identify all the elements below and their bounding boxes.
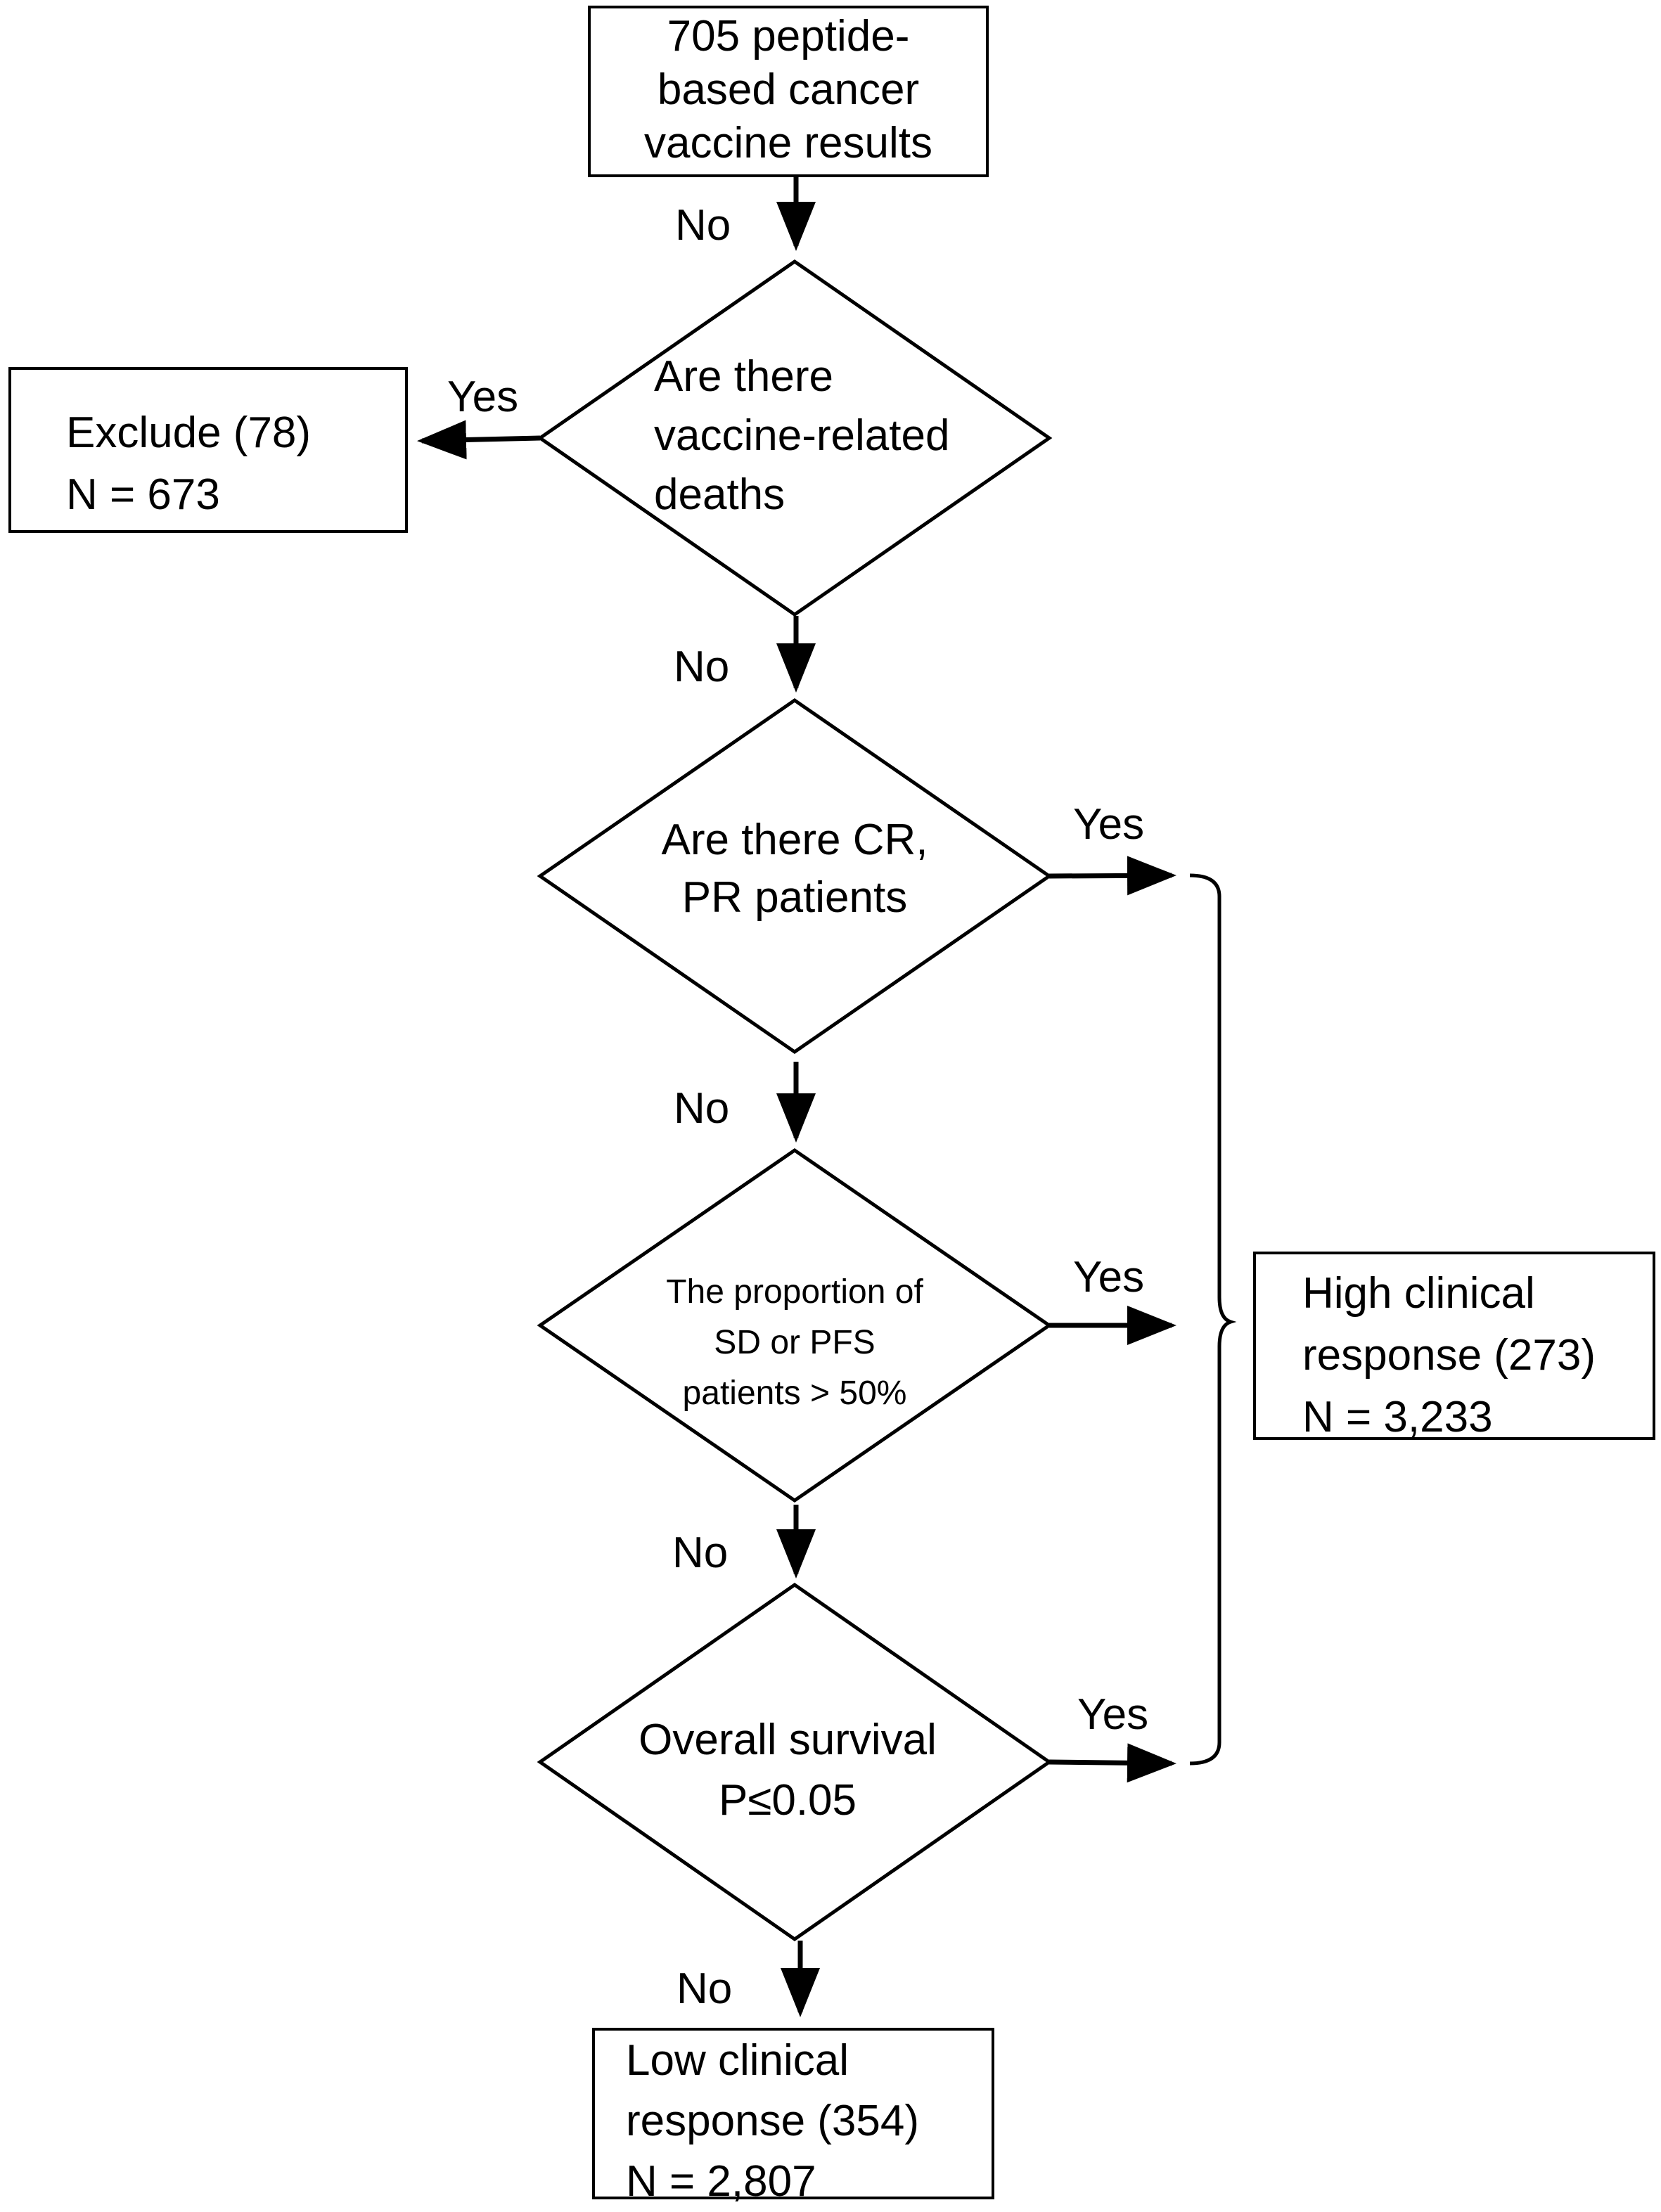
decision-deaths-text: Are there vaccine-related deaths (654, 347, 949, 525)
high-response-line: N = 3,233 (1302, 1393, 1493, 1441)
low-response-line: N = 2,807 (626, 2157, 816, 2206)
decision-line: SD or PFS (714, 1324, 876, 1361)
high-response-box (1253, 1252, 1655, 1440)
low-response-text: Low clinical response (354) N = 2,807 (626, 2031, 919, 2212)
grouping-brace (1189, 873, 1237, 1766)
edge-label-no: No (674, 1084, 730, 1133)
start-box (588, 6, 989, 177)
decision-survival-text: Overall survival P≤0.05 (605, 1710, 970, 1831)
decision-line: PR patients (681, 873, 908, 922)
decision-diamond-survival (537, 1582, 1053, 1942)
decision-line: vaccine-related (654, 411, 950, 460)
decision-line: patients > 50% (682, 1375, 907, 1412)
high-response-text: High clinical response (273) N = 3,233 (1302, 1263, 1596, 1448)
decision-diamond-deaths (537, 259, 1053, 617)
decision-crpr-text: Are there CR, PR patients (619, 811, 970, 927)
edge-label-no: No (674, 643, 730, 691)
exclude-box (8, 367, 408, 533)
edge-label-yes: Yes (1073, 800, 1145, 849)
low-response-line: Low clinical (626, 2036, 849, 2085)
edge-label-yes: Yes (447, 373, 519, 421)
edge-label-no: No (672, 1529, 729, 1577)
decision-line: Are there CR, (661, 816, 928, 864)
decision-diamond-cr-pr (537, 697, 1053, 1055)
exclude-line: Exclude (78) (66, 409, 312, 457)
high-response-line: response (273) (1302, 1331, 1596, 1380)
high-response-line: High clinical (1302, 1269, 1535, 1318)
edge-label-yes: Yes (1077, 1690, 1149, 1739)
decision-line: P≤0.05 (718, 1776, 857, 1825)
arrow-deaths-to-exclude (417, 420, 541, 460)
decision-line: deaths (654, 470, 785, 519)
start-text: 705 peptide- based cancer vaccine result… (588, 10, 989, 170)
exclude-text: Exclude (78) N = 673 (66, 402, 311, 526)
exclude-line: N = 673 (66, 470, 220, 519)
low-response-line: response (354) (626, 2097, 920, 2145)
edge-label-no: No (675, 201, 731, 250)
start-line: vaccine results (643, 119, 933, 167)
decision-line: Are there (654, 352, 834, 401)
start-line: based cancer (657, 65, 920, 114)
edge-label-yes: Yes (1073, 1253, 1145, 1301)
start-line: 705 peptide- (667, 12, 910, 60)
decision-line: Overall survival (639, 1716, 937, 1764)
arrow-survival-yes (1048, 1743, 1176, 1783)
edge-label-no: No (676, 1965, 733, 2013)
decision-line: The proportion of (666, 1273, 923, 1311)
decision-sdpfs-text: The proportion of SD or PFS patients > 5… (619, 1267, 970, 1419)
arrow-crpr-yes (1048, 856, 1176, 896)
low-response-box (592, 2028, 994, 2199)
decision-diamond-sd-pfs (537, 1147, 1053, 1503)
